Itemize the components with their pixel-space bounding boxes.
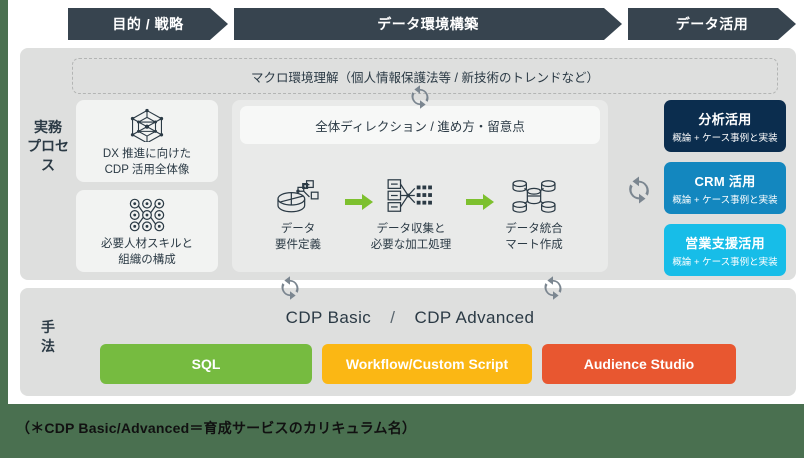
utilization-card-title: 分析活用: [698, 111, 752, 127]
method-button-label: SQL: [191, 356, 221, 372]
step-data-mart[interactable]: データ統合 マート作成: [486, 176, 582, 253]
cdp-tier-label: CDP Basic / CDP Advanced: [140, 308, 680, 328]
phase-arrow-data-environment[interactable]: データ環境構築: [234, 8, 622, 40]
people-skills-grid-icon: [129, 198, 165, 232]
data-requirements-icon: [277, 180, 319, 213]
process-card-caption: 必要人材スキルと 組織の構成: [101, 236, 193, 268]
process-card-caption: DX 推進に向けた CDP 活用全体像: [103, 146, 191, 178]
utilization-card-subtitle: 概論 + ケース事例と実装: [672, 256, 778, 268]
step-caption: データ統合 マート作成: [505, 221, 563, 253]
process-card-caption-line2: CDP 活用全体像: [104, 164, 190, 177]
footnote-text: （＊CDP Basic/Advanced＝育成サービスのカリキュラム名）: [16, 420, 417, 436]
sync-refresh-icon-left: [277, 275, 303, 301]
step-caption-line1: データ収集と: [376, 223, 446, 235]
sync-refresh-icon-right: [540, 275, 566, 301]
phase-arrow-data-utilization[interactable]: データ活用: [628, 8, 796, 40]
utilization-card-crm[interactable]: CRM 活用 概論 + ケース事例と実装: [664, 162, 786, 214]
row-label-method: 手 法: [26, 318, 70, 356]
footnote: （＊CDP Basic/Advanced＝育成サービスのカリキュラム名）: [16, 418, 416, 438]
step-caption-line1: データ: [280, 223, 316, 235]
step-caption: データ収集と 必要な加工処理: [371, 221, 452, 253]
utilization-card-subtitle: 概論 + ケース事例と実装: [672, 132, 778, 144]
method-button-sql[interactable]: SQL: [100, 344, 312, 384]
phase-arrow-label: 目的 / 戦略: [112, 16, 184, 32]
process-card-talent-organization[interactable]: 必要人材スキルと 組織の構成: [76, 190, 218, 272]
step-caption-line2: 必要な加工処理: [370, 239, 452, 252]
step-caption: データ 要件定義: [275, 221, 321, 253]
green-arrow-right-icon-2: [466, 192, 494, 217]
macro-environment-text: マクロ環境理解（個人情報保護法等 / 新技術のトレンドなど）: [251, 70, 599, 85]
cdp-basic-label: CDP Basic: [285, 308, 372, 327]
network-hexagon-icon: [130, 108, 164, 142]
step-data-requirements[interactable]: データ 要件定義: [250, 176, 346, 253]
phase-arrow-label: データ活用: [675, 16, 749, 32]
process-card-caption-line1: 必要人材スキルと: [101, 238, 193, 250]
cdp-advanced-label: CDP Advanced: [414, 308, 535, 327]
data-mart-icon: [512, 180, 556, 213]
utilization-card-sales-support[interactable]: 営業支援活用 概論 + ケース事例と実装: [664, 224, 786, 276]
method-button-label: Audience Studio: [583, 356, 695, 372]
method-button-label: Workflow/Custom Script: [345, 356, 509, 372]
data-collection-icon: [387, 179, 432, 212]
process-card-caption-line2: 組織の構成: [118, 254, 176, 267]
direction-bar-text: 全体ディレクション / 進め方・留意点: [315, 119, 525, 134]
utilization-card-title: CRM 活用: [694, 173, 756, 189]
green-arrow-right-icon-1: [345, 192, 373, 217]
method-button-audience-studio[interactable]: Audience Studio: [542, 344, 736, 384]
row-label-method-line1: 手: [41, 319, 55, 335]
row-label-process-line2: プロセス: [27, 137, 69, 173]
phase-arrow-label: データ環境構築: [377, 16, 479, 32]
process-card-caption-line1: DX 推進に向けた: [102, 148, 192, 160]
step-caption-line1: データ統合: [505, 223, 563, 235]
utilization-card-subtitle: 概論 + ケース事例と実装: [672, 194, 778, 206]
process-card-dx-overview[interactable]: DX 推進に向けた CDP 活用全体像: [76, 100, 218, 182]
direction-bar: 全体ディレクション / 進め方・留意点: [240, 106, 600, 144]
utilization-card-title: 営業支援活用: [685, 235, 765, 251]
step-caption-line2: 要件定義: [275, 239, 321, 252]
sync-refresh-icon-macro: [407, 84, 433, 110]
row-label-process: 実務 プロセス: [26, 118, 70, 175]
row-label-method-line2: 法: [41, 337, 55, 354]
utilization-card-analytics[interactable]: 分析活用 概論 + ケース事例と実装: [664, 100, 786, 152]
step-data-collection[interactable]: データ収集と 必要な加工処理: [363, 176, 459, 253]
step-caption-line2: マート作成: [505, 239, 563, 252]
row-label-process-line1: 実務: [34, 119, 62, 135]
cdp-separator: /: [390, 308, 396, 327]
phase-arrow-purpose-strategy[interactable]: 目的 / 戦略: [68, 8, 228, 40]
macro-environment-box: マクロ環境理解（個人情報保護法等 / 新技術のトレンドなど）: [72, 58, 778, 94]
sync-refresh-icon-cards: [624, 175, 654, 205]
method-button-workflow-custom-script[interactable]: Workflow/Custom Script: [322, 344, 532, 384]
